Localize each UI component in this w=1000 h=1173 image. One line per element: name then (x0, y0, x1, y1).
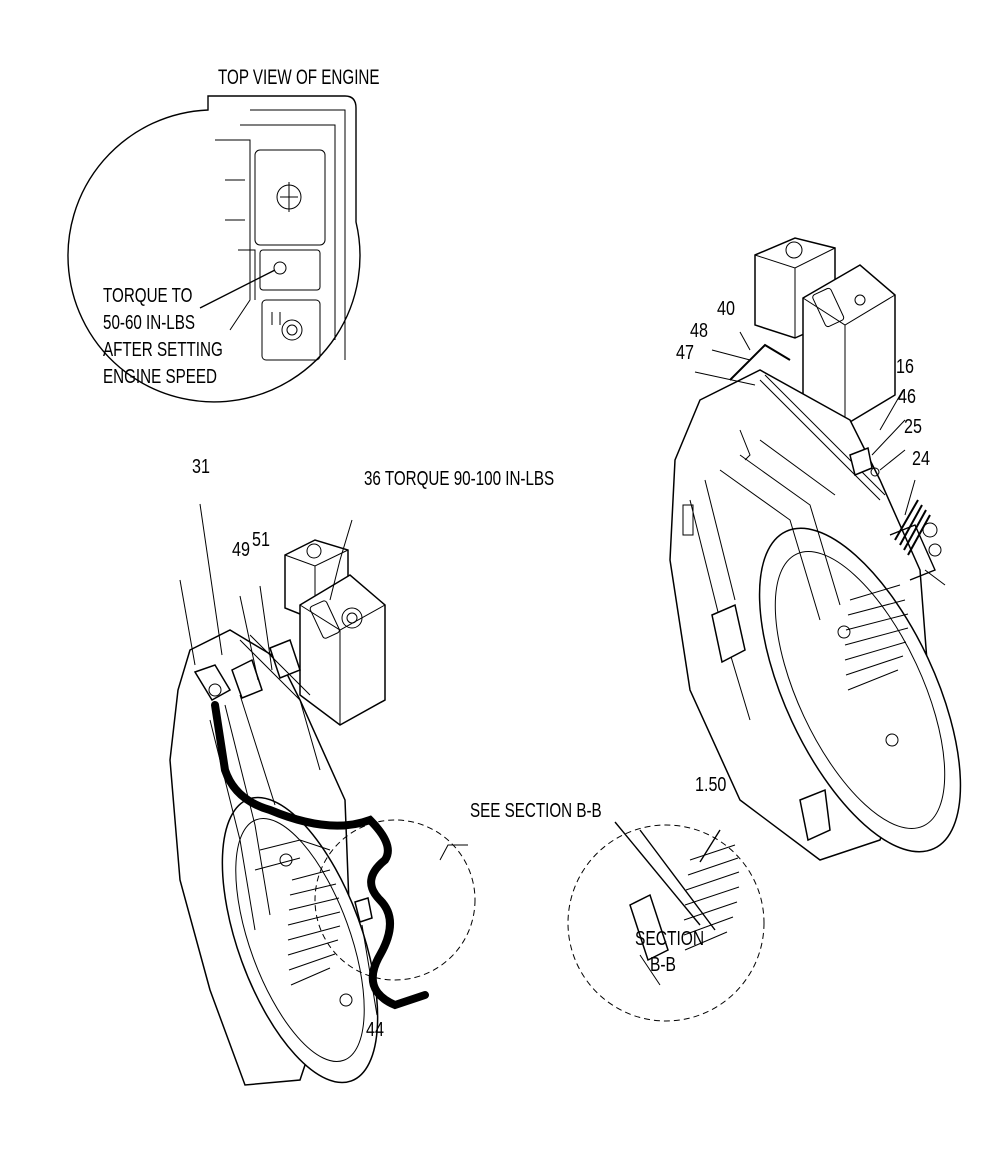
torque-note-line-3: AFTER SETTING (103, 338, 223, 360)
section-b-b-detail (567, 821, 765, 1022)
callout-25: 25 (904, 415, 922, 437)
callout-49: 49 (232, 538, 250, 560)
callout-16: 16 (896, 355, 914, 377)
callout-46: 46 (898, 385, 916, 407)
torque-36-note: 36 TORQUE 90-100 IN-LBS (364, 467, 554, 489)
torque-note: TORQUE TO 50-60 IN-LBS AFTER SETTING ENG… (103, 284, 223, 387)
callout-40: 40 (717, 297, 735, 319)
callout-44: 44 (366, 1018, 384, 1040)
torque-note-line-4: ENGINE SPEED (103, 365, 217, 387)
dimension-label: 1.50 (695, 773, 726, 795)
callout-47: 47 (676, 341, 694, 363)
right-callouts: 40 48 47 16 46 25 24 (676, 297, 930, 469)
torque-note-line-1: TORQUE TO (103, 284, 192, 306)
section-title-line-1: SECTION (635, 927, 704, 949)
section-title-line-2: B-B (650, 953, 676, 975)
callout-48: 48 (690, 319, 708, 341)
left-generator-assembly (169, 503, 476, 1086)
callout-51: 51 (252, 528, 270, 550)
callout-31: 31 (192, 455, 210, 477)
top-view-title: TOP VIEW OF ENGINE (218, 64, 380, 88)
section-labels: 1.50 SECTION B-B (635, 773, 726, 975)
callout-24: 24 (912, 447, 930, 469)
right-generator-assembly (669, 237, 962, 861)
see-section-note: SEE SECTION B-B (470, 799, 602, 821)
torque-note-line-2: 50-60 IN-LBS (103, 311, 195, 333)
top-view-detail: TOP VIEW OF ENGINE (67, 64, 380, 403)
left-callouts: 31 49 51 44 36 TORQUE 90-100 IN-LBS SEE … (192, 455, 602, 1040)
